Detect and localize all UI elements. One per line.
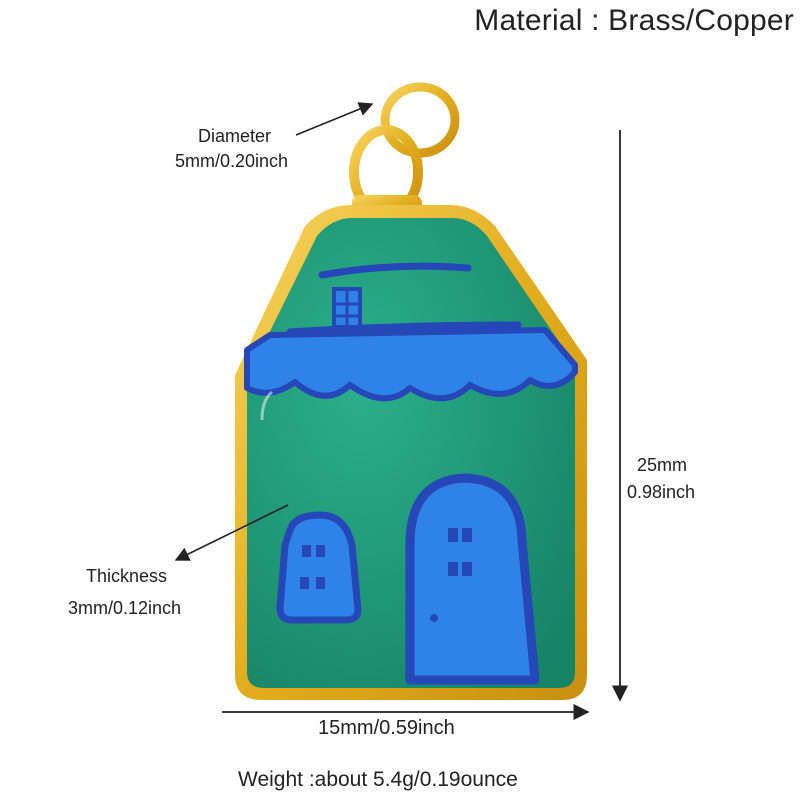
thickness-value: 3mm/0.12inch: [68, 598, 182, 618]
thickness-label: Thickness: [86, 566, 168, 586]
house-pendant-charm-icon: [235, 205, 587, 700]
thickness-arrow: [174, 504, 289, 561]
diameter-label: Diameter: [198, 126, 272, 146]
weight-text: Weight :about 5.4g/0.19ounce: [238, 768, 518, 791]
height-mm-value: 25mm: [637, 455, 688, 475]
material-heading: Material : Brass/Copper: [474, 4, 794, 37]
width-value: 15mm/0.59inch: [318, 717, 455, 739]
jump-ring-icon: [349, 82, 460, 225]
height-inch-value: 0.98inch: [627, 482, 696, 502]
diameter-value: 5mm/0.20inch: [175, 151, 289, 171]
diameter-arrow: [295, 102, 374, 136]
